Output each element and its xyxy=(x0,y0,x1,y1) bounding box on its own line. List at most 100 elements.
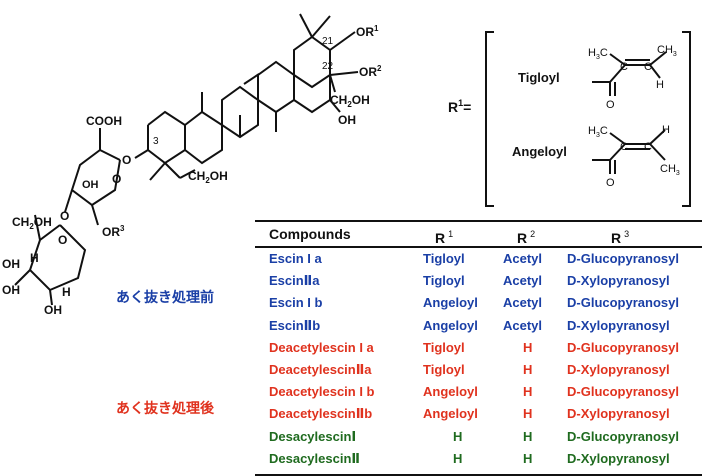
cell-r1: Angeloyl xyxy=(423,406,478,422)
r1-bracket xyxy=(485,31,691,207)
cell-r2: H xyxy=(523,339,533,355)
cell-r1: Angeloyl xyxy=(423,317,478,333)
table-row: Deacetylescin I b Angeloyl H D-Glucopyranos… xyxy=(255,384,702,404)
angeloyl-c2: C xyxy=(644,141,652,153)
cell-compound: Escin I b xyxy=(269,295,323,311)
cell-compound: EscinⅡb xyxy=(269,317,321,333)
angeloyl-h3c: H3C xyxy=(588,125,608,139)
table-header-rule xyxy=(255,246,702,248)
cell-compound: DeacetylescinⅡb xyxy=(269,406,373,422)
cell-compound: DesacylescinⅠ xyxy=(269,428,357,444)
cell-r1: Angeloyl xyxy=(423,295,478,311)
oh-glc-3-label: OH xyxy=(2,283,20,297)
angeloyl-ch3: CH3 xyxy=(660,163,680,177)
group-label-after-treatment: あく抜き処理後 xyxy=(116,400,214,416)
cooh-label: COOH xyxy=(86,114,122,128)
cell-r1: H xyxy=(453,450,463,466)
o-link-sugar-label: O xyxy=(60,209,69,223)
angeloyl-group xyxy=(592,129,666,174)
cell-r1: Angeloyl xyxy=(423,384,478,400)
oh-c16-label: OH xyxy=(338,113,356,127)
angeloyl-name: Angeloyl xyxy=(512,144,567,159)
table-row: DeacetylescinⅡb Angeloyl H D-Xylopyranosyl xyxy=(255,406,702,426)
c3-label: 3 xyxy=(153,136,159,147)
tigloyl-o: O xyxy=(606,99,615,111)
cell-r3: D-Glucopyranosyl xyxy=(567,339,679,355)
cell-r3: D-Glucopyranosyl xyxy=(567,384,679,400)
tigloyl-c2: C xyxy=(644,61,652,73)
cell-compound: EscinⅡa xyxy=(269,273,320,289)
cell-r2: Acetyl xyxy=(503,317,543,333)
h-glc-label-2: H xyxy=(30,251,39,265)
cell-r1: Tigloyl xyxy=(423,362,465,377)
angeloyl-c1: C xyxy=(620,141,628,153)
ch2oh-glc-label: CH2OH xyxy=(12,215,52,231)
cell-r3: D-Xylopyranosyl xyxy=(567,273,670,289)
ch2oh-c23-label: CH2OH xyxy=(188,169,228,185)
cell-r1: Tigloyl xyxy=(423,339,465,355)
cell-r2: Acetyl xyxy=(503,295,543,311)
tigloyl-group xyxy=(592,51,667,96)
header-compounds: Compounds xyxy=(269,226,351,242)
angeloyl-o: O xyxy=(606,177,615,189)
cell-r2: Acetyl xyxy=(503,273,543,289)
table-row: EscinⅡb Angeloyl Acetyl D-Xylopyranosyl xyxy=(255,318,702,338)
sugar-chain xyxy=(14,128,121,306)
or3-label: OR3 xyxy=(102,224,125,239)
tigloyl-h3c: H3C xyxy=(588,47,608,61)
cell-r1: Tigloyl xyxy=(423,273,465,289)
table-row: Escin I b Angeloyl Acetyl D-Glucopyranosyl xyxy=(255,295,702,315)
cell-compound: DeacetylescinⅡa xyxy=(269,362,372,377)
tigloyl-ch3: CH3 xyxy=(657,44,677,58)
cell-compound: DesacylescinⅡ xyxy=(269,450,360,466)
tigloyl-name: Tigloyl xyxy=(518,70,560,85)
o-link-c3-label: O xyxy=(122,153,131,167)
group-label-before-treatment: あく抜き処理前 xyxy=(116,289,214,305)
cell-r1: Tigloyl xyxy=(423,251,465,266)
cell-r2: H xyxy=(523,428,533,444)
or1-label: OR1 xyxy=(356,24,379,39)
c22-label: 22 xyxy=(322,61,334,72)
cell-r2: H xyxy=(523,384,533,400)
table-row: Escin I a Tigloyl Acetyl D-Glucopyranosyl xyxy=(255,251,702,271)
r1-equals-label: R1= xyxy=(448,98,471,115)
o-ring-glca-label: O xyxy=(112,172,121,186)
table-bottom-rule xyxy=(255,474,702,476)
tigloyl-h: H xyxy=(656,79,664,91)
oh-glca-label: OH xyxy=(82,179,99,191)
table-top-rule xyxy=(255,220,702,222)
cell-r2: H xyxy=(523,362,533,377)
angeloyl-h: H xyxy=(662,124,670,136)
cell-r1: H xyxy=(453,428,463,444)
ch2oh-c28-label: CH2OH xyxy=(330,93,370,109)
cell-r3: D-Glucopyranosyl xyxy=(567,428,679,444)
cell-r3: D-Xylopyranosyl xyxy=(567,317,670,333)
h-glc-label-1: H xyxy=(62,285,71,299)
triterpene-skeleton xyxy=(134,13,359,181)
cell-compound: Deacetylescin I b xyxy=(269,384,375,400)
cell-compound: Deacetylescin I a xyxy=(269,339,374,355)
cell-r3: D-Xylopyranosyl xyxy=(567,406,670,422)
table-row: EscinⅡa Tigloyl Acetyl D-Xylopyranosyl xyxy=(255,273,702,293)
table-row: Deacetylescin I a Tigloyl H D-Glucopyranosy… xyxy=(255,340,702,360)
cell-r3: D-Glucopyranosyl xyxy=(567,251,679,266)
cell-r2: H xyxy=(523,406,533,422)
o-ring-glc-label: O xyxy=(58,233,67,247)
or2-label: OR2 xyxy=(359,64,382,79)
table-row: DesacylescinⅠ H H D-Glucopyranosyl xyxy=(255,429,702,449)
cell-compound: Escin I a xyxy=(269,251,322,266)
cell-r2: Acetyl xyxy=(503,251,543,266)
cell-r3: D-Glucopyranosyl xyxy=(567,295,679,311)
c21-label: 21 xyxy=(322,36,334,47)
oh-glc-4-label: OH xyxy=(2,257,20,271)
cell-r2: H xyxy=(523,450,533,466)
oh-glc-2-label: OH xyxy=(44,303,62,317)
tigloyl-c1: C xyxy=(620,61,628,73)
